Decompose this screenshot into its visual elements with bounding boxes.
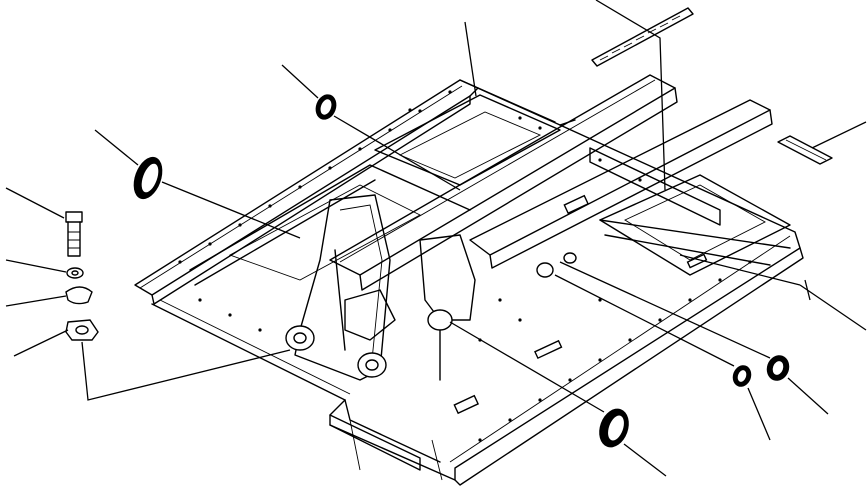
right-seal-inner xyxy=(732,365,752,387)
leader-spacer xyxy=(13,329,69,357)
front-seal xyxy=(599,408,629,448)
leader-left-large-seal xyxy=(94,129,139,166)
leader-right-seal-inner xyxy=(747,387,771,441)
leader-right-bracket-plate xyxy=(811,121,867,149)
callout-leaders xyxy=(5,0,867,477)
bolt xyxy=(65,211,83,257)
upper-seal-ring xyxy=(315,94,337,120)
leader-lock-plate xyxy=(5,295,67,307)
lock-plate xyxy=(65,286,93,305)
washer xyxy=(66,267,84,279)
leader-bolt xyxy=(5,187,65,219)
left-large-seal xyxy=(133,156,163,200)
spacer xyxy=(65,319,99,341)
track-frame xyxy=(134,74,804,486)
leader-frame-right-side xyxy=(799,284,867,331)
right-bracket-plate xyxy=(777,135,833,165)
leader-upper-seal-ring xyxy=(281,64,319,99)
leader-front-seal xyxy=(623,443,667,477)
leader-right-seal-outer xyxy=(787,377,829,415)
leader-frame-top-rail xyxy=(464,21,477,97)
leader-adjust-spring-rod xyxy=(595,0,666,191)
leader-washer xyxy=(5,259,67,273)
right-seal-outer xyxy=(766,355,790,381)
adjust-spring-rod xyxy=(591,7,694,67)
